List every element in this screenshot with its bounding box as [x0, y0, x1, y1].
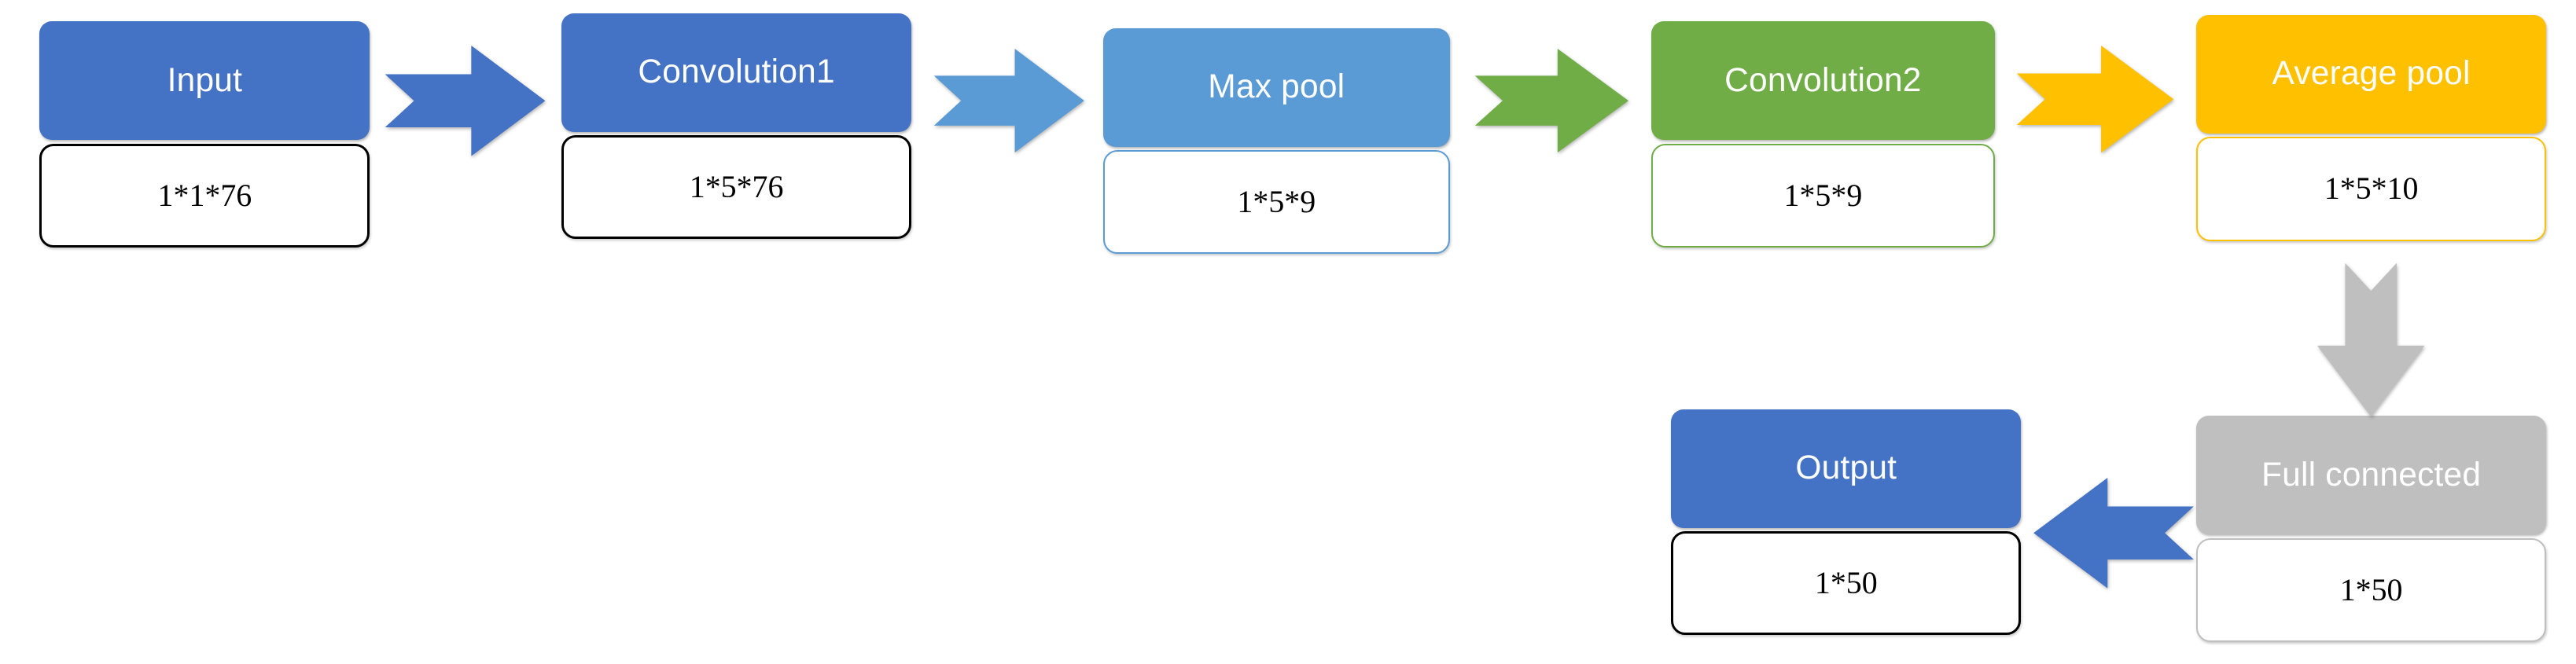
- node-convolution2-shape: 1*5*9: [1651, 143, 1995, 248]
- node-fullconnected-header: Full connected: [2196, 416, 2547, 535]
- node-convolution1-shape: 1*5*76: [561, 135, 912, 240]
- node-output-shape: 1*50: [1671, 531, 2022, 636]
- node-input-header: Input: [39, 21, 370, 141]
- arrow-convolution1-to-maxpool: [933, 49, 1084, 153]
- arrow-maxpool-to-convolution2: [1475, 49, 1629, 153]
- node-maxpool-header: Max pool: [1102, 28, 1450, 147]
- node-input-shape: 1*1*76: [39, 143, 370, 248]
- node-averagepool-header: Average pool: [2196, 14, 2547, 134]
- node-fullconnected-shape: 1*50: [2196, 537, 2547, 642]
- node-convolution1-header: Convolution1: [561, 13, 912, 132]
- arrow-fullconnected-to-output: [2033, 478, 2195, 589]
- arrow-input-to-convolution1: [385, 45, 546, 156]
- node-maxpool-shape: 1*5*9: [1102, 150, 1450, 255]
- node-output-header: Output: [1671, 409, 2022, 528]
- node-convolution2-header: Convolution2: [1651, 21, 1995, 141]
- node-averagepool-shape: 1*5*10: [2196, 137, 2547, 241]
- arrow-averagepool-to-fullconnected: [2317, 262, 2425, 417]
- arrow-convolution2-to-averagepool: [2016, 45, 2174, 153]
